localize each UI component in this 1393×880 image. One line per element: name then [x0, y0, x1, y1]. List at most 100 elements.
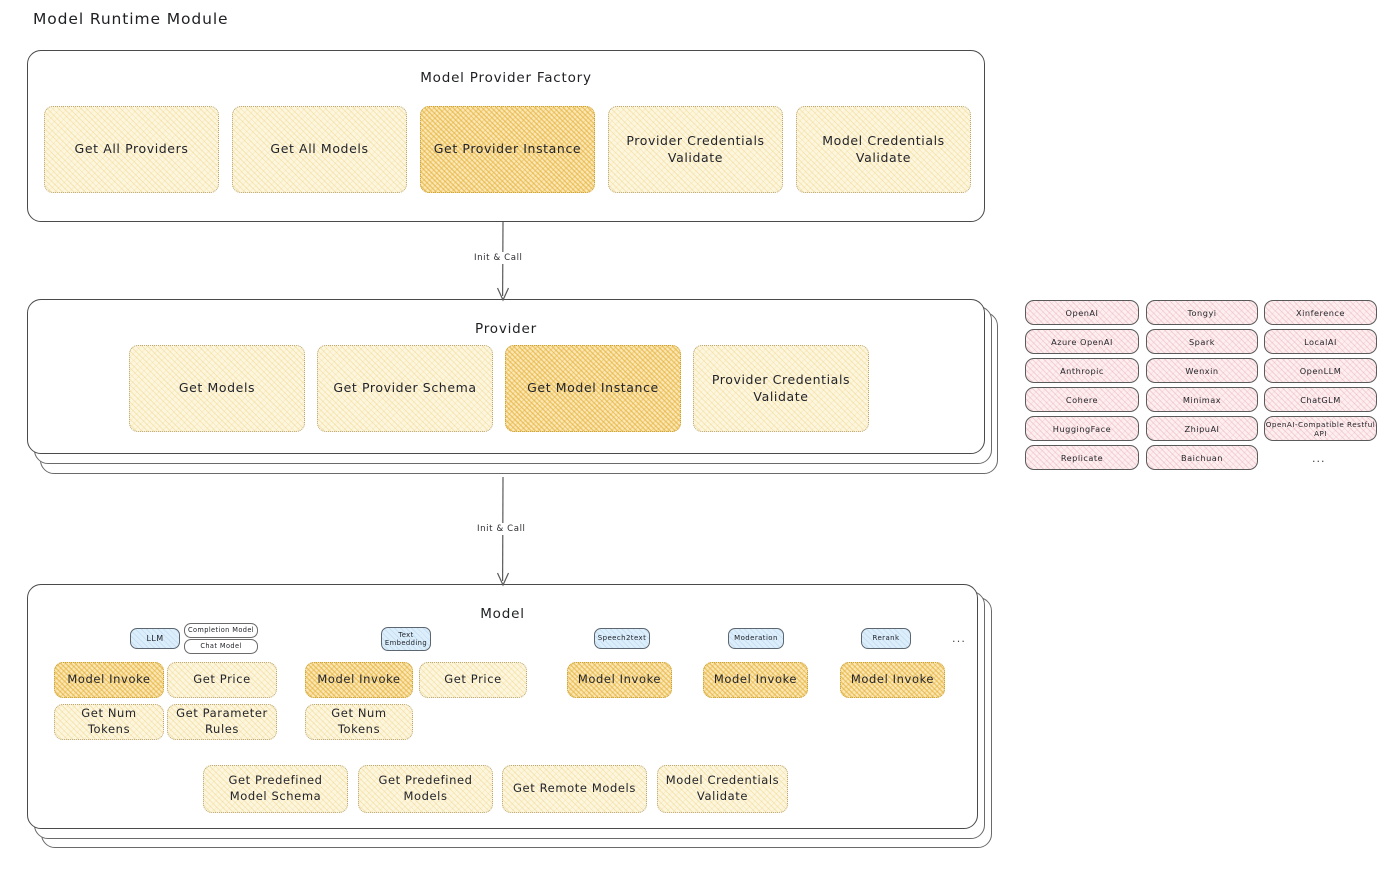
node-label: Get Num Tokens — [81, 706, 137, 736]
node-label: Get All Providers — [74, 141, 189, 157]
node-label: Model Credentials Validate — [665, 773, 780, 803]
node-llm-get-parameter-rules[interactable]: Get Parameter Rules — [167, 704, 277, 740]
chip-label: Baichuan — [1181, 452, 1223, 463]
node-label: Get Models — [178, 380, 256, 396]
node-label: Get Price — [193, 672, 251, 687]
badge-label: Text Embedding — [384, 630, 428, 647]
node-model-credentials-validate[interactable]: Model Credentials Validate — [657, 765, 788, 813]
node-speech2text-model-invoke[interactable]: Model Invoke — [567, 662, 672, 698]
badge-label: Completion Model — [187, 626, 255, 635]
provider-chip-cohere[interactable]: Cohere — [1025, 387, 1139, 412]
provider-chip-openllm[interactable]: OpenLLM — [1264, 358, 1377, 383]
node-provider-credentials-validate-factory[interactable]: Provider Credentials Validate — [608, 106, 783, 193]
chip-label: HuggingFace — [1052, 423, 1112, 434]
provider-chip-openai-compatible-restful-api[interactable]: OpenAI-Compatible Restful API — [1264, 416, 1377, 441]
node-get-all-models[interactable]: Get All Models — [232, 106, 407, 193]
node-get-provider-schema[interactable]: Get Provider Schema — [317, 345, 493, 432]
node-label: Get Model Instance — [527, 380, 659, 396]
node-label: Get All Models — [270, 141, 369, 157]
provider-chip-azure-openai[interactable]: Azure OpenAI — [1025, 329, 1139, 354]
node-get-predefined-models[interactable]: Get Predefined Models — [358, 765, 493, 813]
model-title: Model — [480, 606, 525, 622]
node-label: Model Invoke — [67, 672, 151, 687]
node-label: Get Remote Models — [513, 781, 636, 796]
chip-label: Minimax — [1182, 394, 1222, 405]
badge-label: LLM — [146, 633, 164, 643]
chip-label: OpenAI-Compatible Restful API — [1265, 419, 1376, 438]
node-get-models[interactable]: Get Models — [129, 345, 305, 432]
model-badge-moderation[interactable]: Moderation — [728, 628, 784, 649]
provider-chip-minimax[interactable]: Minimax — [1146, 387, 1258, 412]
connector-label-init-and-call-1: Init & Call — [470, 252, 527, 264]
chip-label: Cohere — [1065, 394, 1099, 405]
node-moderation-model-invoke[interactable]: Model Invoke — [703, 662, 808, 698]
node-label: Model Invoke — [577, 672, 662, 687]
model-columns-more-indicator: ... — [952, 632, 967, 645]
node-get-model-instance[interactable]: Get Model Instance — [505, 345, 681, 432]
provider-chip-spark[interactable]: Spark — [1146, 329, 1258, 354]
model-badge-llm[interactable]: LLM — [130, 628, 180, 649]
chip-label: Tongyi — [1187, 307, 1217, 318]
chip-label: LocalAI — [1304, 336, 1337, 347]
node-label: Get Provider Instance — [433, 141, 582, 157]
provider-list-more-indicator: ... — [1312, 452, 1326, 465]
chip-label: Azure OpenAI — [1051, 336, 1113, 347]
node-label: Model Credentials Validate — [822, 132, 945, 165]
provider-chip-replicate[interactable]: Replicate — [1025, 445, 1139, 470]
model-badge-rerank[interactable]: Rerank — [861, 628, 911, 649]
node-provider-credentials-validate[interactable]: Provider Credentials Validate — [693, 345, 869, 432]
provider-title: Provider — [475, 321, 537, 337]
provider-chip-tongyi[interactable]: Tongyi — [1146, 300, 1258, 325]
badge-label: Rerank — [872, 634, 900, 643]
node-label: Model Invoke — [713, 672, 798, 687]
node-label: Get Num Tokens — [331, 706, 387, 736]
node-get-all-providers[interactable]: Get All Providers — [44, 106, 219, 193]
provider-chip-anthropic[interactable]: Anthropic — [1025, 358, 1139, 383]
node-label: Get Price — [444, 672, 502, 687]
node-text-embedding-get-num-tokens[interactable]: Get Num Tokens — [305, 704, 413, 740]
model-badge-speech2text[interactable]: Speech2text — [594, 628, 650, 649]
node-get-provider-instance[interactable]: Get Provider Instance — [420, 106, 595, 193]
provider-chip-openai[interactable]: OpenAI — [1025, 300, 1139, 325]
model-sub-badge-chat-model[interactable]: Chat Model — [184, 639, 258, 654]
provider-chip-localai[interactable]: LocalAI — [1264, 329, 1377, 354]
model-sub-badge-completion-model[interactable]: Completion Model — [184, 623, 258, 638]
chip-label: ChatGLM — [1300, 394, 1341, 405]
badge-label: Moderation — [734, 634, 778, 643]
provider-chip-zhipuai[interactable]: ZhipuAI — [1146, 416, 1258, 441]
chip-label: Wenxin — [1185, 365, 1219, 376]
node-llm-model-invoke[interactable]: Model Invoke — [54, 662, 164, 698]
chip-label: Xinference — [1296, 307, 1345, 318]
node-label: Get Predefined Models — [378, 773, 473, 803]
chip-label: OpenLLM — [1299, 365, 1342, 376]
model-badge-text-embedding[interactable]: Text Embedding — [381, 627, 431, 651]
node-label: Model Invoke — [317, 672, 401, 687]
node-llm-get-price[interactable]: Get Price — [167, 662, 277, 698]
node-label: Provider Credentials Validate — [711, 371, 851, 404]
provider-chip-baichuan[interactable]: Baichuan — [1146, 445, 1258, 470]
page-title: Model Runtime Module — [33, 10, 229, 28]
node-label: Model Invoke — [850, 672, 935, 687]
node-get-remote-models[interactable]: Get Remote Models — [502, 765, 647, 813]
node-text-embedding-model-invoke[interactable]: Model Invoke — [305, 662, 413, 698]
chip-label: Replicate — [1060, 452, 1104, 463]
model-provider-factory-title: Model Provider Factory — [420, 70, 592, 86]
chip-label: ZhipuAI — [1184, 423, 1220, 434]
node-rerank-model-invoke[interactable]: Model Invoke — [840, 662, 945, 698]
node-label: Get Parameter Rules — [176, 706, 268, 736]
node-label: Get Predefined Model Schema — [228, 773, 323, 803]
connector-label-init-and-call-2: Init & Call — [473, 523, 530, 535]
provider-chip-chatglm[interactable]: ChatGLM — [1264, 387, 1377, 412]
node-llm-get-num-tokens[interactable]: Get Num Tokens — [54, 704, 164, 740]
chip-label: Anthropic — [1060, 365, 1104, 376]
node-text-embedding-get-price[interactable]: Get Price — [419, 662, 527, 698]
badge-label: Chat Model — [200, 642, 242, 651]
provider-chip-huggingface[interactable]: HuggingFace — [1025, 416, 1139, 441]
node-label: Get Provider Schema — [333, 380, 477, 396]
node-model-credentials-validate-factory[interactable]: Model Credentials Validate — [796, 106, 971, 193]
provider-chip-wenxin[interactable]: Wenxin — [1146, 358, 1258, 383]
provider-chip-xinference[interactable]: Xinference — [1264, 300, 1377, 325]
chip-label: Spark — [1188, 336, 1216, 347]
node-get-predefined-model-schema[interactable]: Get Predefined Model Schema — [203, 765, 348, 813]
chip-label: OpenAI — [1065, 307, 1099, 318]
